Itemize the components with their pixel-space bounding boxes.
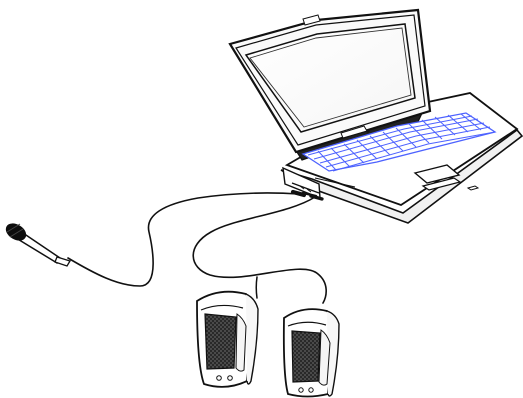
laptop-icon [230, 10, 522, 223]
speaker-left-icon [197, 292, 258, 387]
microphone-icon [3, 220, 70, 266]
speaker-right-icon [284, 309, 339, 396]
audio-cables [68, 192, 326, 303]
